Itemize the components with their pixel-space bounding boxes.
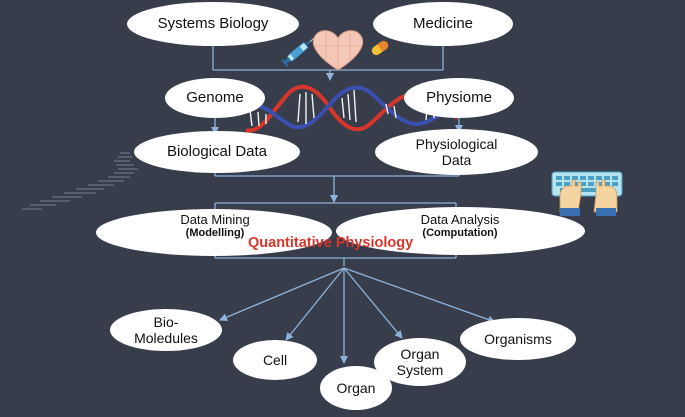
node-data-mining <box>96 209 332 256</box>
code-snippet-icon <box>22 152 138 210</box>
node-biological-data-label: Biological Data <box>166 143 268 161</box>
node-biomolecules: Bio- Moledules <box>110 309 222 351</box>
quantitative-physiology-label: Quantitative Physiology <box>248 235 414 251</box>
node-cell-label: Cell <box>262 351 288 368</box>
node-systems-biology: Systems Biology <box>127 2 299 46</box>
node-physiological-data: Physiological Data <box>375 129 538 175</box>
node-organ-system-line2: System <box>396 362 444 378</box>
data-analysis-text: Data Analysis (Computation) <box>380 212 540 240</box>
node-medicine-label: Medicine <box>412 15 474 33</box>
node-cell: Cell <box>233 340 317 380</box>
node-biomolecules-line2: Moledules <box>134 330 198 346</box>
node-physiome-label: Physiome <box>426 89 492 107</box>
data-mining-label: Data Mining <box>180 212 250 227</box>
data-mining-text: Data Mining (Modelling) <box>140 212 290 240</box>
node-genome-label: Genome <box>186 89 244 107</box>
data-analysis-sublabel: (Computation) <box>422 227 498 239</box>
top-bracket <box>212 44 444 81</box>
data-mining-sublabel: (Modelling) <box>185 227 245 239</box>
keyboard-hands-icon <box>551 171 623 216</box>
node-organisms: Organisms <box>460 318 576 360</box>
heart-icon <box>312 30 364 71</box>
node-systems-biology-label: Systems Biology <box>157 15 269 33</box>
node-organ-system-line1: Organ <box>400 345 440 362</box>
syringe-icon <box>281 35 318 67</box>
node-organ-system: Organ System <box>374 338 466 386</box>
data-analysis-label: Data Analysis <box>420 212 500 227</box>
node-biological-data: Biological Data <box>134 131 300 173</box>
node-physiome: Physiome <box>404 78 514 118</box>
fanout-arrows <box>219 267 496 364</box>
node-physiological-data-line1: Physiological <box>415 135 498 152</box>
node-medicine: Medicine <box>373 2 513 46</box>
node-genome: Genome <box>165 78 265 118</box>
pill-icon <box>371 40 389 56</box>
node-organisms-label: Organisms <box>484 330 552 347</box>
node-data-analysis <box>336 207 585 255</box>
node-biomolecules-line1: Bio- <box>153 313 179 330</box>
node-organ-label: Organ <box>336 379 376 396</box>
node-physiological-data-line2: Data <box>441 152 472 168</box>
